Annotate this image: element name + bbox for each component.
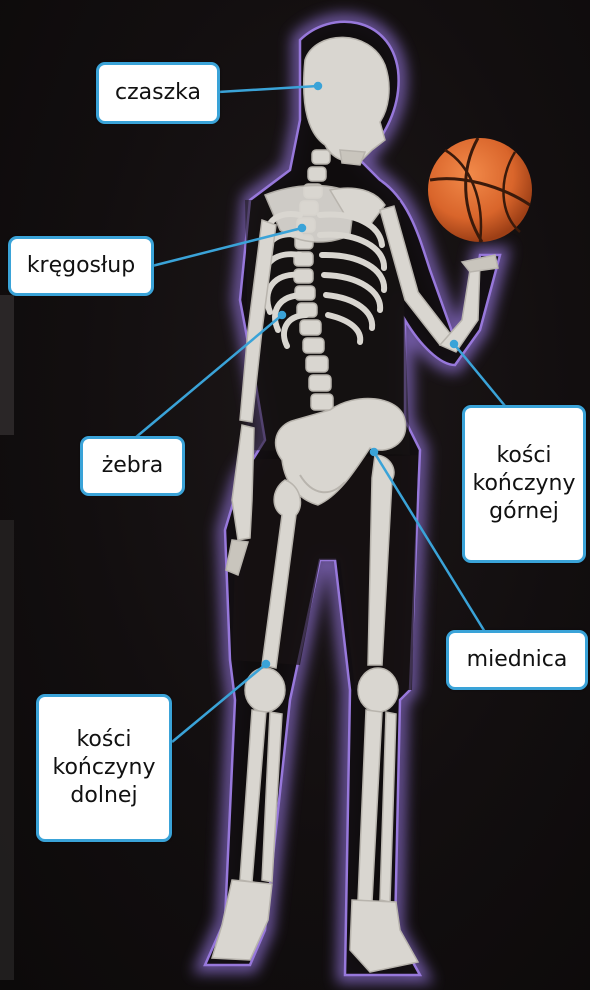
label-spine: kręgosłup	[8, 236, 154, 296]
label-ribs: żebra	[80, 436, 185, 496]
basketball	[428, 138, 532, 242]
label-skull: czaszka	[96, 62, 220, 124]
label-upper-limb: kości kończyny górnej	[462, 405, 586, 563]
leader-line-upper-limb	[454, 344, 510, 412]
label-lower-limb: kości kończyny dolnej	[36, 694, 172, 842]
label-pelvis: miednica	[446, 630, 588, 690]
